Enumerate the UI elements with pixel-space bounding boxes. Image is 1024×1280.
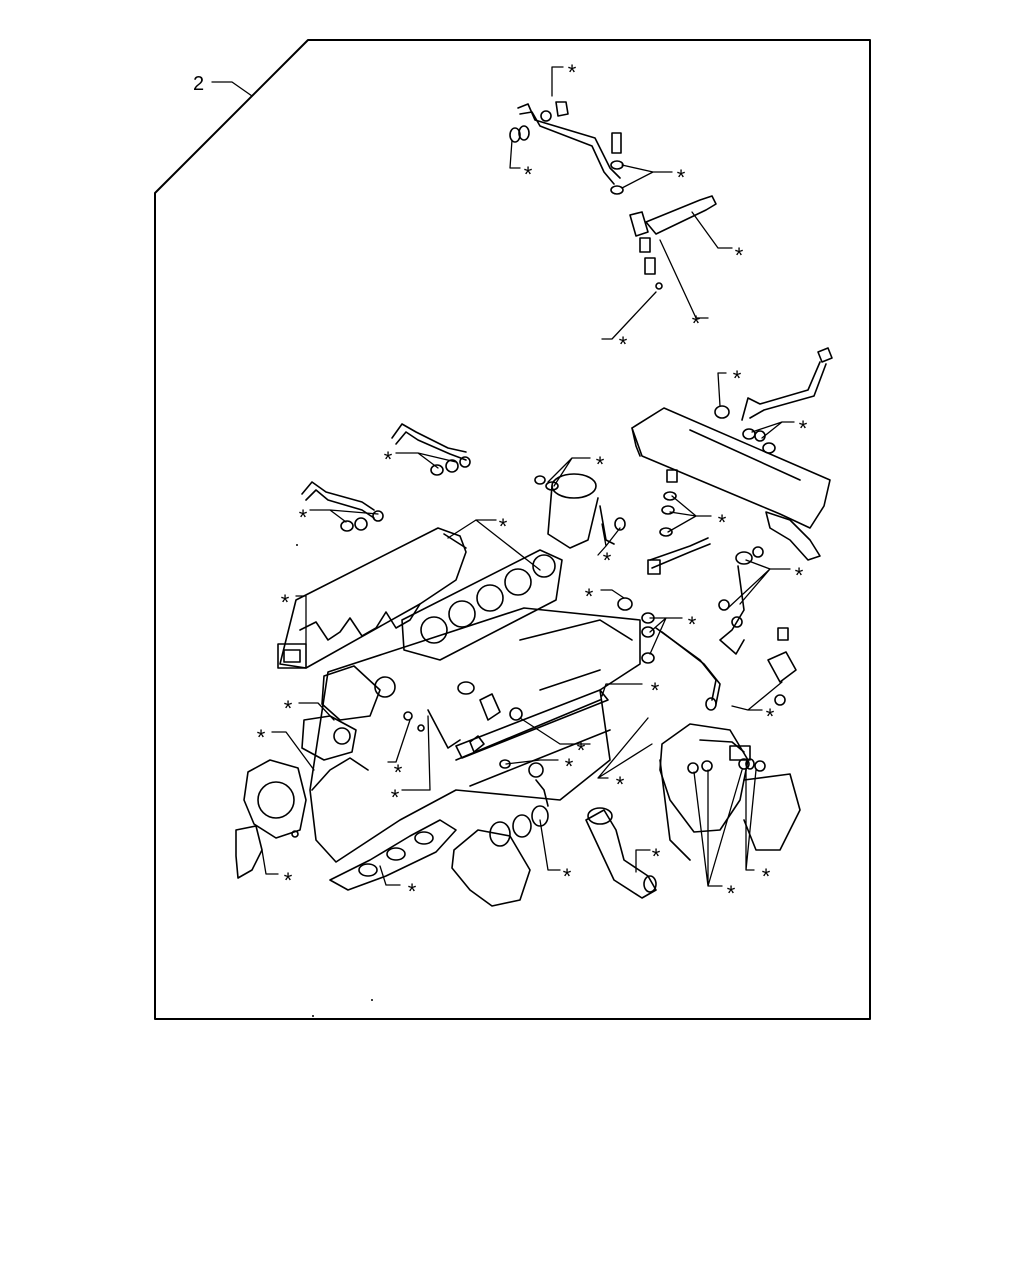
- asterisk-marker: *: [692, 311, 701, 336]
- fuel-rail-assembly: [631, 347, 833, 561]
- fuel-pipe-assembly: [509, 101, 717, 290]
- thermostat-housing: [451, 779, 549, 907]
- asterisk-marker: *: [766, 704, 775, 729]
- asterisk-marker: *: [735, 243, 744, 268]
- leader-lines: [261, 66, 795, 887]
- asterisk-marker: *: [257, 725, 266, 750]
- asterisk-marker: *: [733, 366, 742, 391]
- asterisk-marker: *: [299, 505, 308, 530]
- asterisk-marker: *: [652, 844, 661, 869]
- asterisk-marker: *: [284, 696, 293, 721]
- engine-parts-illustration: [235, 101, 833, 907]
- asterisk-marker: *: [391, 785, 400, 810]
- asterisk-marker: *: [799, 416, 808, 441]
- asterisk-marker: *: [596, 452, 605, 477]
- scan-speck: [312, 1015, 314, 1017]
- asterisk-marker: *: [568, 60, 577, 85]
- asterisk-marker: *: [762, 864, 771, 889]
- asterisk-marker: *: [281, 590, 290, 615]
- asterisk-marker: *: [688, 612, 697, 637]
- small-pipes: [301, 423, 471, 532]
- engine-block: [309, 607, 641, 863]
- exhaust-gasket: [329, 819, 457, 891]
- asterisk-marker: *: [384, 447, 393, 472]
- asterisk-marker: *: [408, 879, 417, 904]
- callout-leader: [211, 81, 253, 97]
- asterisk-marker: *: [577, 738, 586, 763]
- asterisk-marker: *: [524, 162, 533, 187]
- exhaust-manifold: [401, 549, 563, 661]
- asterisk-marker: *: [565, 754, 574, 779]
- asterisk-marker: *: [603, 548, 612, 573]
- asterisk-marker: *: [727, 881, 736, 906]
- water-pipe: [585, 807, 657, 899]
- asterisk-marker: *: [651, 678, 660, 703]
- callout-number: 2: [193, 73, 204, 95]
- sensor-fittings: [617, 469, 797, 711]
- kit-frame: [154, 39, 871, 1020]
- asterisk-marker: *: [284, 868, 293, 893]
- asterisk-marker: *: [499, 514, 508, 539]
- scan-speck: [296, 544, 298, 546]
- asterisk-marker: *: [563, 864, 572, 889]
- asterisk-marker: *: [795, 563, 804, 588]
- intake-manifold: [277, 527, 467, 669]
- asterisk-marker: *: [718, 510, 727, 535]
- asterisk-markers: *********************************: [257, 60, 808, 906]
- filter-housing: [534, 473, 626, 549]
- asterisk-marker: *: [585, 584, 594, 609]
- asterisk-marker: *: [616, 772, 625, 797]
- asterisk-marker: *: [619, 332, 628, 357]
- asterisk-marker: *: [677, 165, 686, 190]
- turbocharger: [659, 723, 801, 861]
- asterisk-marker: *: [394, 760, 403, 785]
- scan-speck: [371, 999, 373, 1001]
